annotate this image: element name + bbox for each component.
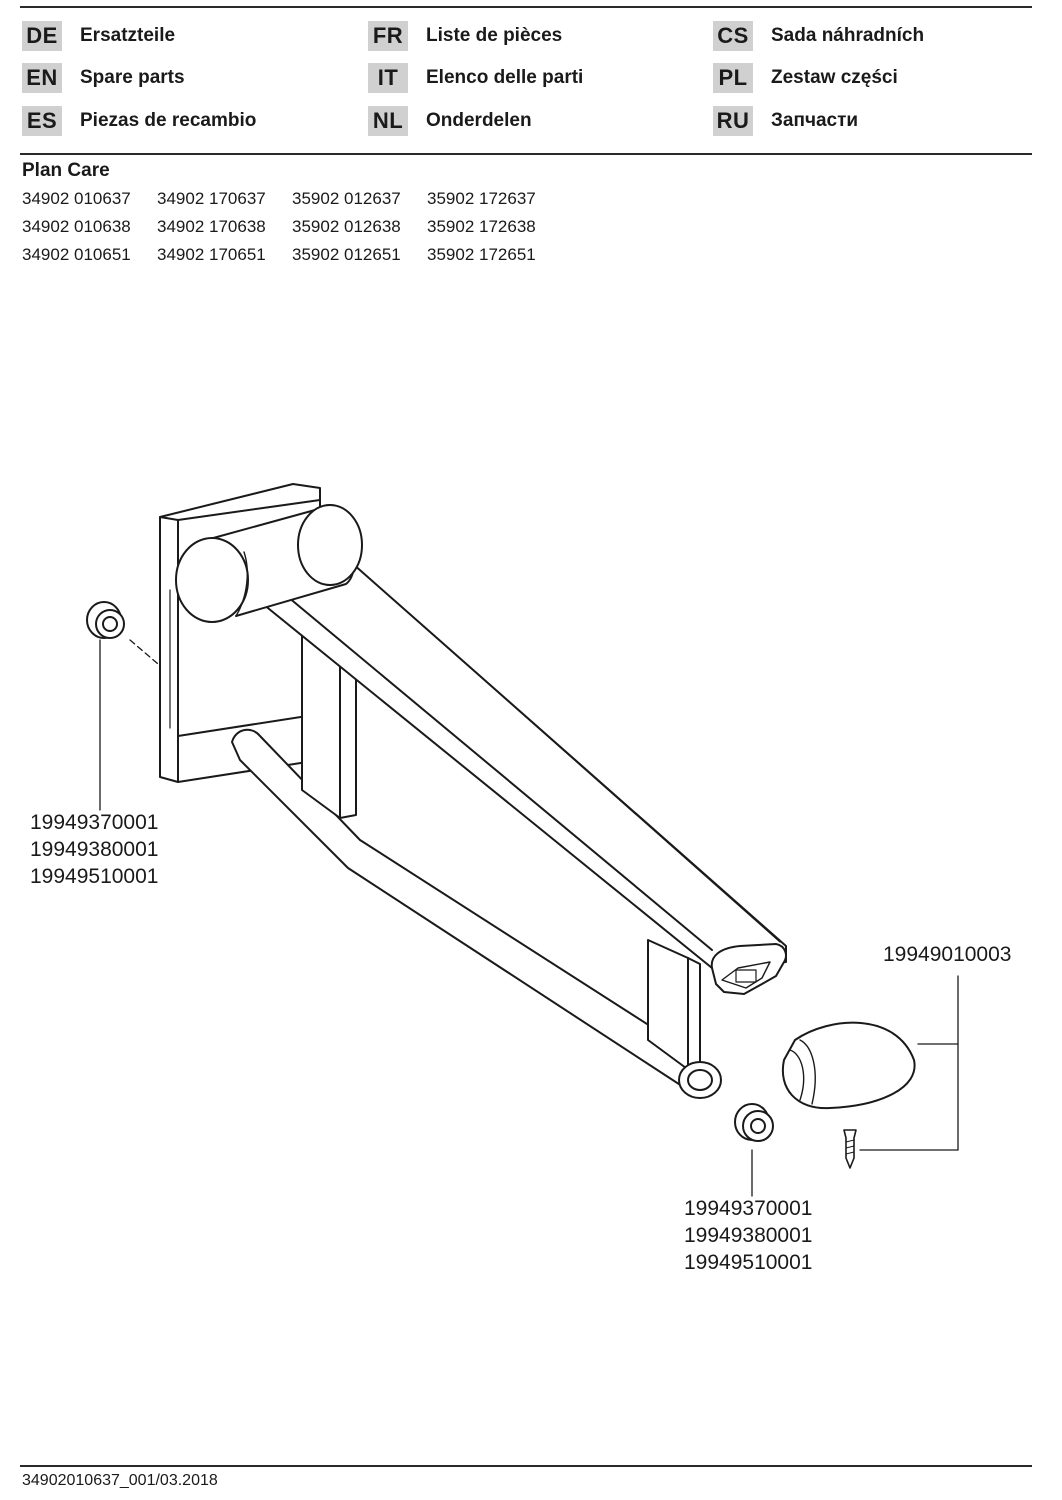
lang-fr: FR Liste de pièces — [368, 19, 562, 53]
lang-en: EN Spare parts — [22, 61, 185, 95]
part-number: 19949380001 — [30, 838, 159, 861]
part-callout-left-cap: 19949370001 19949380001 19949510001 — [30, 809, 158, 890]
lang-title: Piezas de recambio — [80, 110, 257, 131]
lang-code: RU — [713, 106, 753, 136]
variant-number: 34902 010638 — [22, 217, 131, 236]
lang-ru: RU Запчасти — [713, 104, 858, 138]
lang-code: ES — [22, 106, 62, 136]
screw — [843, 1129, 857, 1169]
part-callout-right-cap: 19949370001 19949380001 19949510001 — [684, 1195, 812, 1276]
part-number: 19949510001 — [30, 865, 159, 888]
part-number: 19949370001 — [684, 1197, 813, 1220]
lang-it: IT Elenco delle parti — [368, 61, 583, 95]
variant-number: 34902 170638 — [157, 217, 266, 236]
variant-number: 34902 170651 — [157, 245, 266, 264]
part-callout-end-cap: 19949010003 — [883, 941, 1011, 968]
lang-title: Spare parts — [80, 67, 185, 88]
variant-number: 35902 172651 — [427, 245, 536, 264]
header-divider — [20, 153, 1032, 155]
lang-title: Liste de pièces — [426, 25, 563, 46]
variant-number: 35902 012638 — [292, 217, 401, 236]
lang-code: DE — [22, 21, 62, 51]
variant-number: 35902 172637 — [427, 189, 536, 208]
lang-code: FR — [368, 21, 408, 51]
end-cap — [781, 1021, 916, 1110]
lang-nl: NL Onderdelen — [368, 104, 532, 138]
lang-code: PL — [713, 63, 753, 93]
variant-number: 35902 012637 — [292, 189, 401, 208]
variant-number: 35902 012651 — [292, 245, 401, 264]
variant-number: 34902 170637 — [157, 189, 266, 208]
lang-pl: PL Zestaw części — [713, 61, 898, 95]
lang-title: Запчасти — [771, 110, 859, 131]
lang-code: NL — [368, 106, 408, 136]
part-number: 19949010003 — [883, 943, 1012, 966]
left-cap — [86, 601, 125, 639]
product-title: Plan Care — [22, 160, 110, 181]
part-number: 19949510001 — [684, 1251, 813, 1274]
document-id: 34902010637_001/03.2018 — [22, 1472, 218, 1489]
lower-tube — [231, 728, 701, 1091]
footer-rule — [20, 1465, 1032, 1467]
part-number: 19949380001 — [684, 1224, 813, 1247]
part-number: 19949370001 — [30, 811, 159, 834]
lang-code: EN — [22, 63, 62, 93]
lang-title: Zestaw części — [771, 67, 898, 88]
lang-title: Onderdelen — [426, 110, 532, 131]
tube-end — [678, 1061, 722, 1099]
lang-code: CS — [713, 21, 753, 51]
lang-cs: CS Sada náhradních — [713, 19, 924, 53]
leader-lines — [99, 639, 959, 1197]
hinge — [175, 504, 363, 623]
arm-end-profile — [710, 943, 787, 995]
lang-title: Elenco delle parti — [426, 67, 584, 88]
lang-de: DE Ersatzteile — [22, 19, 175, 53]
variant-list: 34902 010637 34902 170637 35902 012637 3… — [22, 188, 562, 266]
lang-title: Ersatzteile — [80, 25, 176, 46]
lang-es: ES Piezas de recambio — [22, 104, 256, 138]
variant-number: 35902 172638 — [427, 217, 536, 236]
lang-title: Sada náhradních — [771, 25, 925, 46]
variant-number: 34902 010637 — [22, 189, 131, 208]
variant-number: 34902 010651 — [22, 245, 131, 264]
top-rule — [20, 6, 1032, 8]
right-cap — [734, 1103, 774, 1142]
lang-code: IT — [368, 63, 408, 93]
